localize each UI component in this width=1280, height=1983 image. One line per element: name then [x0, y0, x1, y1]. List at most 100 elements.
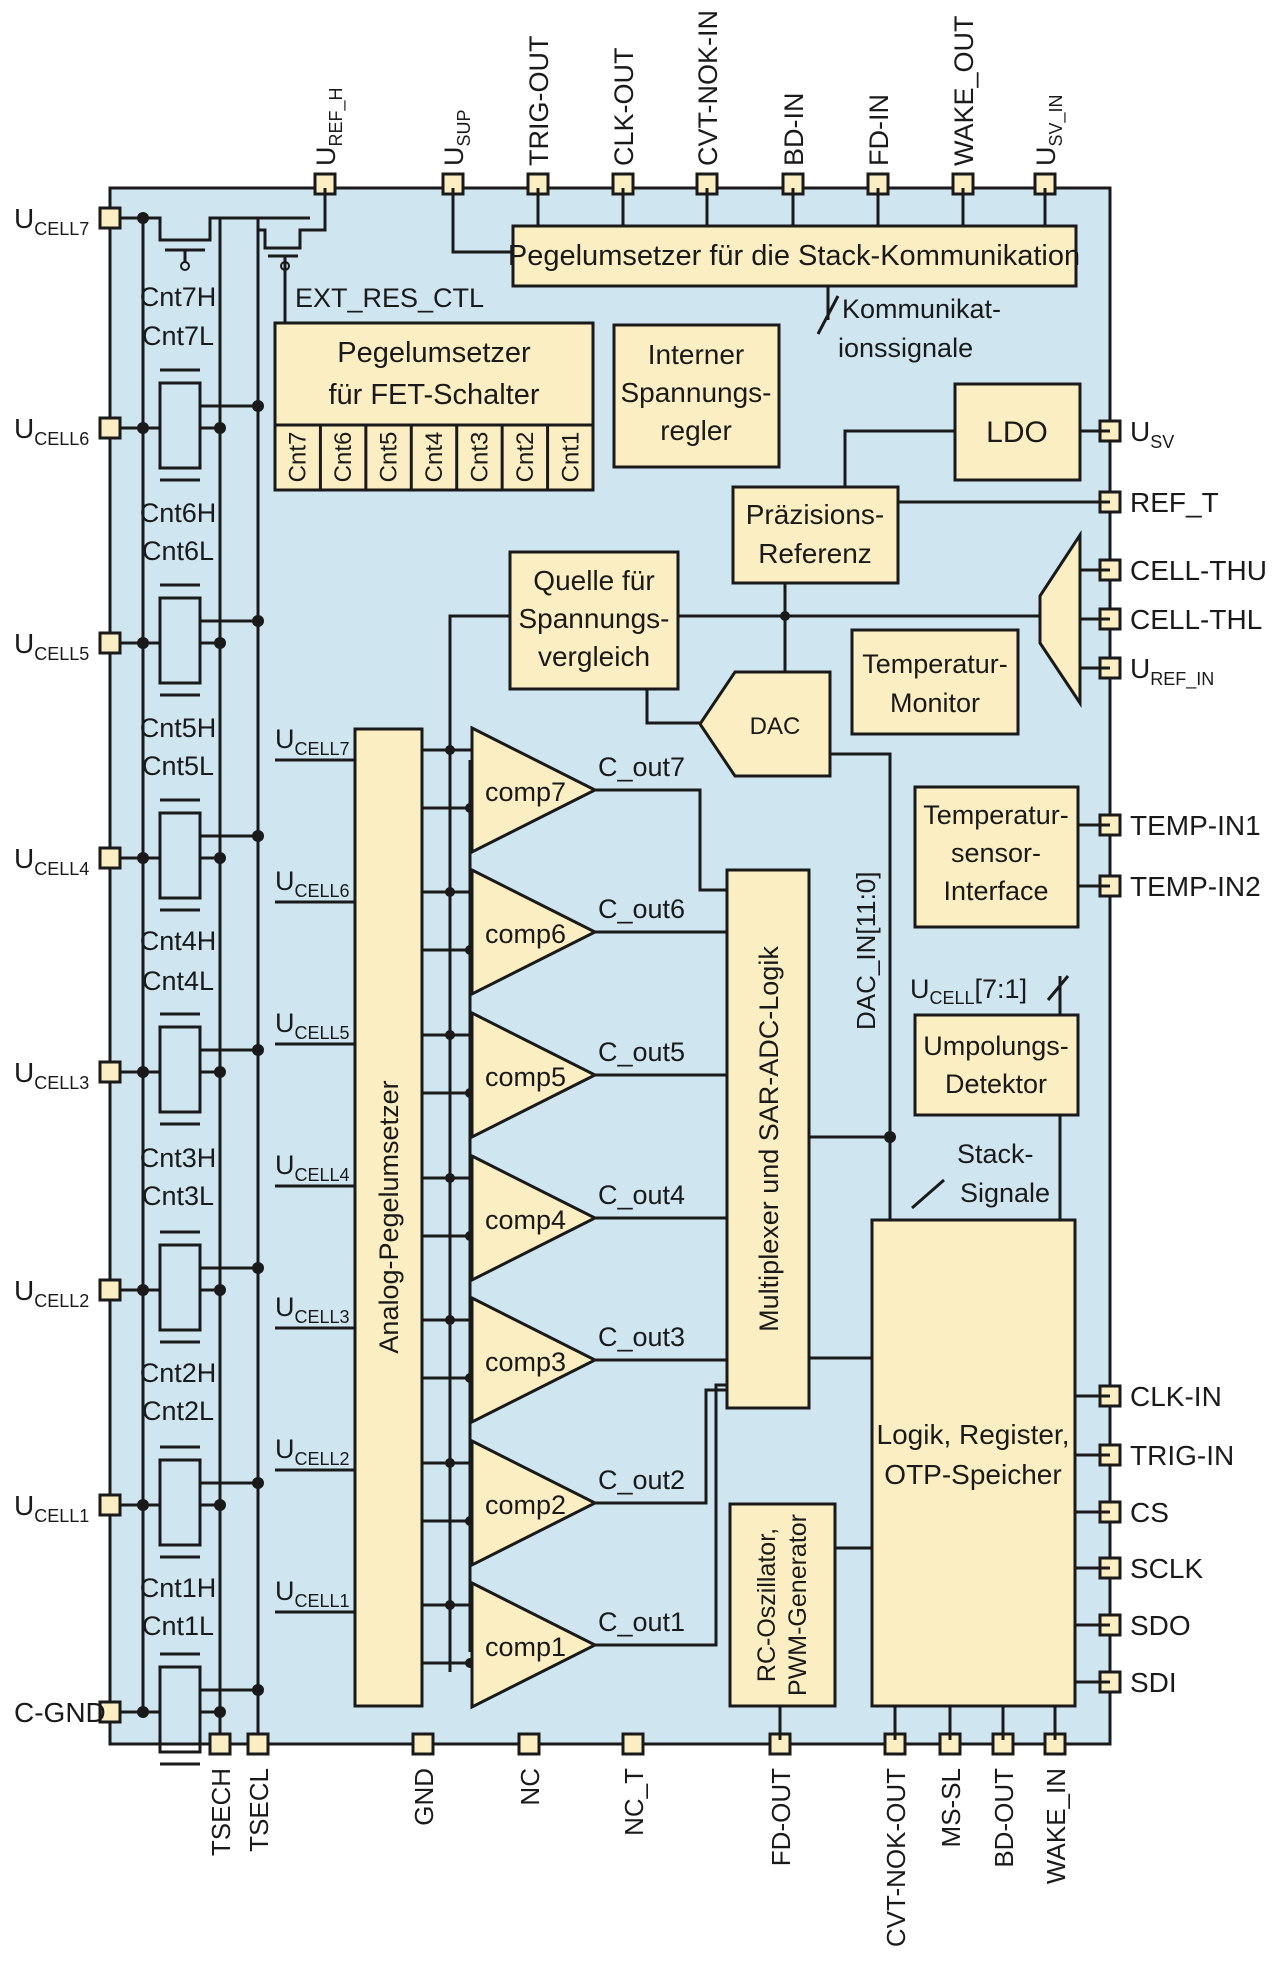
comparator-output-label: C_out1 — [598, 1607, 685, 1637]
pin-pad — [621, 1732, 645, 1756]
left-pin: UCELL3 — [14, 1057, 149, 1093]
fet-label: Cnt4H — [140, 926, 217, 956]
pin-pad — [517, 1732, 541, 1756]
pin-label: USV_IN — [1031, 94, 1067, 166]
pin-pad — [208, 1732, 232, 1756]
temp-if-line-2: sensor- — [951, 838, 1041, 868]
fet-pair — [143, 1445, 264, 1559]
right-pin: SDI — [1098, 1667, 1177, 1698]
left-pin: UCELL4 — [14, 843, 149, 879]
fet-label: Cnt7H — [140, 282, 217, 312]
top-pin: WAKE_OUT — [949, 15, 979, 196]
fet-label: Cnt7L — [142, 321, 214, 351]
pin-label: TEMP-IN1 — [1130, 810, 1261, 841]
comparator-output-label: C_out5 — [598, 1037, 685, 1067]
rc-osc-line-2: PWM-Generator — [784, 1514, 812, 1696]
top-pin: TRIG-OUT — [524, 36, 554, 196]
pin-label: USUP — [439, 109, 474, 166]
source-line-1: Quelle für — [533, 565, 654, 596]
analog-input: UCELL5 — [275, 1008, 355, 1046]
dac-in-label: DAC_IN[11:0] — [851, 872, 881, 1030]
fet-label: Cnt5L — [142, 751, 214, 781]
comparator-output-label: C_out4 — [598, 1180, 685, 1210]
comparator-triangle — [470, 725, 599, 855]
pin-label: UCELL2 — [14, 1275, 89, 1311]
fet-label: Cnt3H — [140, 1143, 217, 1173]
comparator-label: comp4 — [485, 1205, 566, 1235]
bottom-pin: WAKE_IN — [1041, 1732, 1071, 1884]
fet-pair — [143, 1012, 264, 1126]
left-pin: C-GND — [14, 1697, 149, 1728]
analog-input: UCELL7 — [275, 724, 355, 762]
logic-register-otp-block: Logik, Register, OTP-Speicher — [870, 1218, 1077, 1708]
int-reg-line-2: Spannungs- — [620, 377, 771, 408]
bottom-pin: TSECH — [206, 1732, 236, 1856]
pin-label: USV — [1130, 416, 1174, 452]
pin-label: UREF_H — [311, 87, 347, 166]
fet-pair — [143, 583, 264, 697]
right-pin: REF_T — [1098, 487, 1219, 518]
source-line-3: vergleich — [538, 641, 650, 672]
comparator: comp4 C_out4 — [422, 1153, 727, 1283]
bottom-pin: BD-OUT — [989, 1732, 1019, 1868]
stack-comm-label: Pegelumsetzer für die Stack-Kommunikatio… — [508, 240, 1080, 272]
prec-ref-line-1: Präzisions- — [746, 499, 884, 530]
fet-channel-label: Cnt6 — [330, 432, 357, 483]
comparator-output-label: C_out2 — [598, 1465, 685, 1495]
fet-level-title-1: Pegelumsetzer — [337, 337, 531, 369]
comparator: comp2 C_out2 — [422, 1388, 727, 1568]
fet-label: Cnt5H — [140, 713, 217, 743]
precision-reference-block: Präzisions- Referenz — [731, 485, 900, 585]
pin-label: SDO — [1130, 1610, 1191, 1641]
pin-label: FD-OUT — [766, 1768, 796, 1866]
fet-label: Cnt1H — [140, 1573, 217, 1603]
fet-label: Cnt6H — [140, 498, 217, 528]
fet-level-title-2: für FET-Schalter — [328, 379, 539, 411]
stack-comm-block: Pegelumsetzer für die Stack-Kommunikatio… — [508, 224, 1080, 288]
pin-label: UREF_IN — [1130, 653, 1214, 690]
comparator-label: comp1 — [485, 1632, 566, 1662]
fet-channel-label: Cnt5 — [376, 432, 403, 483]
right-pin: CELL-THL — [1098, 604, 1262, 635]
pin-label: REF_T — [1130, 487, 1219, 518]
temp-if-line-1: Temperatur- — [923, 800, 1069, 830]
pin-pad — [98, 416, 122, 440]
comparator-triangle — [470, 1295, 599, 1425]
fet-channel-label: Cnt2 — [512, 432, 539, 483]
dac-block: DAC — [698, 670, 832, 778]
pin-pad — [98, 846, 122, 870]
rail-wiring — [141, 216, 310, 1740]
polarity-line-1: Umpolungs- — [923, 1031, 1069, 1061]
analog-input: UCELL4 — [275, 1150, 355, 1188]
comparator-label: comp2 — [485, 1490, 566, 1520]
analog-input-label: UCELL5 — [275, 1008, 350, 1043]
fet-label: Cnt2H — [140, 1358, 217, 1388]
pin-label: UCELL3 — [14, 1057, 89, 1093]
pin-label: CELL-THL — [1130, 604, 1262, 635]
rc-oscillator-block: RC-Oszillator, PWM-Generator — [728, 1502, 837, 1708]
comparator-output-label: C_out3 — [598, 1322, 685, 1352]
fet-pair — [143, 798, 264, 912]
fet-label: Cnt1L — [142, 1611, 214, 1641]
pin-label: CELL-THU — [1130, 555, 1267, 586]
left-pin: UCELL2 — [14, 1275, 149, 1311]
comparator-label: comp7 — [485, 777, 566, 807]
pin-label: UCELL7 — [14, 203, 89, 239]
analog-input: UCELL2 — [275, 1434, 355, 1472]
pin-label: UCELL1 — [14, 1490, 89, 1526]
analog-input-label: UCELL1 — [275, 1576, 350, 1611]
pin-label: UCELL6 — [14, 413, 89, 449]
comparator: comp1 C_out1 — [422, 1412, 718, 1710]
top-pin: USV_IN — [1031, 94, 1067, 196]
pin-label: SDI — [1130, 1667, 1177, 1698]
temp-mon-line-1: Temperatur- — [862, 649, 1008, 679]
rc-osc-line-1: RC-Oszillator, — [753, 1528, 781, 1682]
bottom-pin: CVT-NOK-OUT — [881, 1732, 911, 1947]
int-reg-line-1: Interner — [648, 339, 745, 370]
mux-label: Multiplexer und SAR-ADC-Logik — [754, 946, 784, 1332]
pin-pad — [98, 206, 122, 230]
